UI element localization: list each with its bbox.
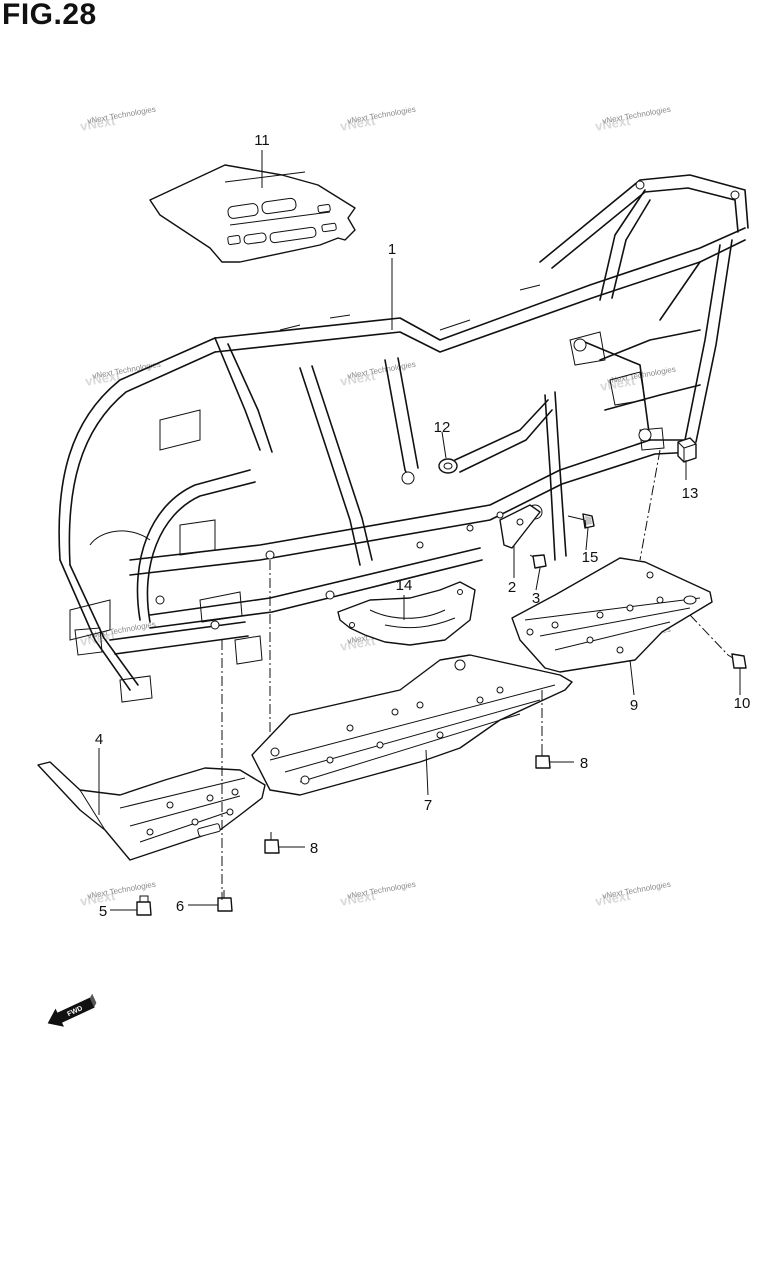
watermark: vNext vNext Technologies [599, 365, 676, 394]
svg-text:vNext: vNext [84, 368, 122, 389]
svg-text:vNext: vNext [339, 888, 377, 909]
callout-8-left: 8 [310, 840, 318, 857]
part-6-bolt [217, 890, 233, 912]
callout-11: 11 [254, 132, 270, 149]
svg-text:vNext: vNext [339, 368, 377, 389]
callout-7: 7 [424, 797, 432, 814]
svg-text:vNext Technologies: vNext Technologies [602, 105, 672, 126]
fwd-direction-arrow: FWD [47, 993, 97, 1027]
figure-title: FIG.28 [2, 0, 97, 31]
svg-text:vNext Technologies: vNext Technologies [87, 880, 157, 901]
svg-text:vNext: vNext [79, 888, 117, 909]
assembly-lines [221, 449, 729, 900]
watermark: vNext vNext Technologies [84, 360, 161, 389]
svg-text:vNext Technologies: vNext Technologies [347, 880, 417, 901]
part-10-bolt [727, 653, 747, 669]
watermark: vNext vNext Technologies [339, 880, 417, 909]
callout-8-right: 8 [580, 755, 588, 772]
part-13-cushion [677, 437, 697, 463]
part-8-bolt-left [264, 832, 280, 854]
svg-text:vNext: vNext [339, 633, 377, 654]
callout-9: 9 [630, 697, 638, 714]
part-9-rear-skid-plate [511, 557, 713, 673]
svg-text:vNext: vNext [599, 373, 637, 394]
callout-labels: 11 1 12 13 15 2 3 14 9 10 4 7 8 8 5 6 [95, 132, 751, 920]
svg-text:vNext: vNext [339, 113, 377, 134]
svg-text:vNext Technologies: vNext Technologies [347, 105, 417, 126]
part-8-bolt-right [535, 748, 551, 769]
watermark: vNext vNext Technologies [79, 620, 156, 649]
part-7-center-skid-plate [251, 654, 573, 796]
callout-3: 3 [532, 590, 540, 607]
part-15-bolt [567, 513, 595, 529]
svg-text:vNext: vNext [594, 113, 632, 134]
callout-1: 1 [388, 241, 396, 258]
callout-6: 6 [176, 898, 184, 915]
leader-lines [98, 150, 741, 911]
watermark: vNext vNext Technologies [339, 360, 417, 389]
part-14-heat-shield [337, 581, 476, 646]
svg-text:vNext: vNext [594, 888, 632, 909]
watermark: vNext vNext Technologies [594, 880, 672, 909]
svg-text:vNext: vNext [79, 113, 117, 134]
callout-15: 15 [582, 549, 599, 566]
part-4-front-skid-plate [37, 761, 266, 861]
part-11-cover-plate [149, 164, 356, 263]
part-5-nut [136, 895, 152, 916]
part-2-bracket [499, 504, 541, 549]
part-3-bolt [529, 554, 547, 569]
watermark: vNext vNext Technologies [339, 105, 417, 134]
callout-10: 10 [734, 695, 751, 712]
callout-12: 12 [434, 419, 451, 436]
svg-text:vNext Technologies: vNext Technologies [602, 880, 672, 901]
watermark: vNext vNext Technologies [594, 105, 672, 134]
part-1-main-frame [58, 174, 749, 703]
callout-14: 14 [396, 577, 413, 594]
callout-13: 13 [682, 485, 699, 502]
part-12-grommet [438, 458, 458, 474]
callout-5: 5 [99, 903, 107, 920]
callout-4: 4 [95, 731, 103, 748]
callout-2: 2 [508, 579, 516, 596]
watermark: vNext vNext Technologies [79, 105, 157, 134]
svg-text:vNext Technologies: vNext Technologies [87, 105, 157, 126]
svg-text:vNext Technologies: vNext Technologies [347, 360, 417, 381]
